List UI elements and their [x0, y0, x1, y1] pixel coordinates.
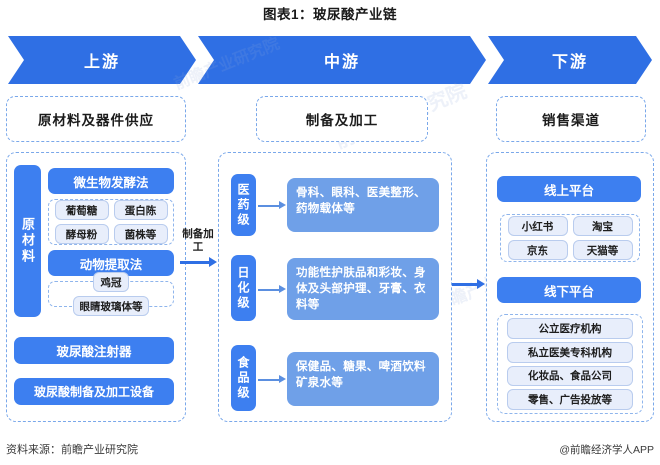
band-segment-upstream: 上游 [8, 36, 196, 84]
midstream-grade-daily-chemical: 日化级 [231, 255, 256, 321]
chip: 菌株等 [113, 224, 168, 244]
midstream-header: 制备及加工 [256, 96, 428, 142]
downstream-online-chips: 小红书 淘宝 京东 天猫等 [500, 214, 640, 262]
downstream-offline-chips: 公立医疗机构 私立医美专科机构 化妆品、食品公司 零售、广告投放等 [497, 314, 643, 414]
arrow-label-processing: 制备加工 [182, 228, 214, 253]
arrow-head-icon [209, 257, 217, 267]
upstream-group-title-fermentation: 微生物发酵法 [48, 168, 174, 194]
midstream-desc-medical: 骨科、眼科、医美整形、药物载体等 [287, 178, 439, 232]
chip: 京东 [507, 240, 568, 260]
upstream-header: 原材料及器件供应 [6, 96, 186, 142]
chip: 酵母粉 [54, 224, 109, 244]
upstream-animal-chips: 鸡冠 眼睛玻璃体等 [48, 272, 174, 316]
chip: 零售、广告投放等 [507, 389, 633, 410]
upstream-raw-material-label: 原材料 [14, 165, 41, 317]
downstream-offline-title: 线下平台 [497, 277, 641, 303]
connector-line-food [258, 379, 280, 381]
upstream-bar-equipment: 玻尿酸制备及加工设备 [14, 378, 174, 405]
midstream-grade-medical: 医药级 [231, 174, 256, 236]
chip: 化妆品、食品公司 [507, 365, 633, 387]
connector-arrow-icon [279, 201, 286, 209]
connector-arrow-icon [279, 375, 286, 383]
chip: 眼睛玻璃体等 [73, 296, 149, 316]
connector-line-daily [258, 289, 280, 291]
connector-arrow-icon [279, 285, 286, 293]
chip: 淘宝 [572, 216, 633, 236]
chip: 鸡冠 [93, 272, 129, 292]
chip: 公立医疗机构 [507, 318, 633, 339]
arrow-line-upstream-to-midstream [180, 261, 210, 264]
connector-line-medical [258, 205, 280, 207]
chip: 私立医美专科机构 [507, 341, 633, 363]
midstream-desc-daily-chemical: 功能性护肤品和彩妆、身体及头部护理、牙膏、衣料等 [287, 258, 439, 320]
credit-note: @前瞻经济学人APP [559, 444, 654, 456]
midstream-grade-food: 食品级 [231, 345, 256, 411]
midstream-desc-food: 保健品、糖果、啤酒饮料矿泉水等 [287, 352, 439, 406]
chip: 蛋白陈 [113, 200, 168, 220]
chip: 葡萄糖 [54, 200, 109, 220]
band-segment-midstream: 中游 [198, 36, 486, 84]
downstream-header: 销售渠道 [496, 96, 646, 142]
chip: 小红书 [507, 216, 568, 236]
band-segment-downstream: 下游 [488, 36, 652, 84]
page-title: 图表1：玻尿酸产业链 [262, 7, 397, 22]
upstream-fermentation-chips: 葡萄糖 蛋白陈 酵母粉 菌株等 [48, 199, 174, 245]
arrow-line-midstream-to-downstream [452, 283, 478, 286]
source-note: 资料来源：前瞻产业研究院 [6, 444, 138, 456]
upstream-group-title-animal-extraction: 动物提取法 [48, 250, 174, 276]
chip: 天猫等 [572, 240, 633, 260]
downstream-online-title: 线上平台 [497, 176, 641, 202]
value-chain-band: 上游 中游 下游 [8, 36, 652, 84]
arrow-head-icon [477, 279, 485, 289]
upstream-bar-injector: 玻尿酸注射器 [14, 337, 174, 364]
